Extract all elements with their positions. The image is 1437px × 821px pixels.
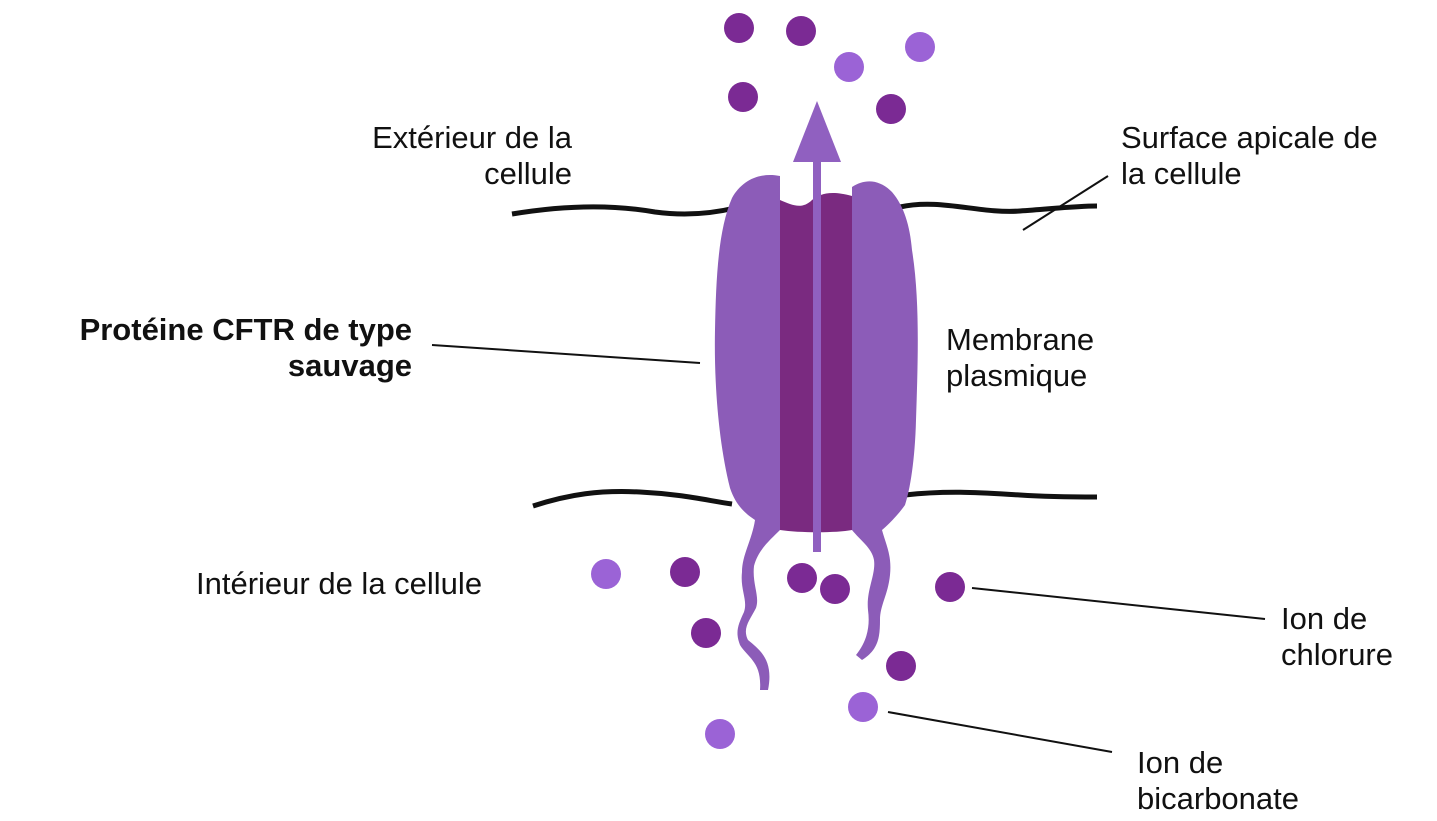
chloride-ion-dot [935, 572, 965, 602]
exterior-label-line: Extérieur de la [372, 120, 572, 156]
chloride-ion-dot [728, 82, 758, 112]
cftr-right-subunit [852, 181, 918, 660]
chloride-ion-label-line: chlorure [1281, 637, 1393, 673]
chloride-ion-dot [786, 16, 816, 46]
protein-label: Protéine CFTR de type sauvage [80, 312, 412, 384]
bicarbonate-ion-dot [705, 719, 735, 749]
protein-label-line: Protéine CFTR de type [80, 312, 412, 348]
leader-chloride-ion [972, 588, 1265, 619]
chloride-ion-dot [886, 651, 916, 681]
leader-apical-surface [1023, 176, 1108, 230]
bicarbonate-ion-label-line: Ion de [1137, 745, 1299, 781]
membrane-label-line: Membrane [946, 322, 1094, 358]
bicarbonate-ion-dot [834, 52, 864, 82]
chloride-ion-dot [876, 94, 906, 124]
apical-surface-label-line: la cellule [1121, 156, 1378, 192]
exterior-label-line: cellule [372, 156, 572, 192]
cftr-left-subunit [715, 175, 780, 690]
interior-label: Intérieur de la cellule [196, 566, 482, 602]
bicarbonate-ion-label: Ion de bicarbonate [1137, 745, 1299, 817]
arrow-head [793, 101, 841, 162]
bicarbonate-ion-dot [848, 692, 878, 722]
bicarbonate-ion-label-line: bicarbonate [1137, 781, 1299, 817]
exterior-label: Extérieur de la cellule [372, 120, 572, 192]
membrane-top-right-line [900, 204, 1097, 211]
chloride-ion-dot [691, 618, 721, 648]
bicarbonate-ion-dot [905, 32, 935, 62]
membrane-label-line: plasmique [946, 358, 1094, 394]
chloride-ion-label-line: Ion de [1281, 601, 1393, 637]
bicarbonate-ion-dot [591, 559, 621, 589]
leader-protein [432, 345, 700, 363]
chloride-ion-label: Ion de chlorure [1281, 601, 1393, 673]
apical-surface-label: Surface apicale de la cellule [1121, 120, 1378, 192]
interior-label-line: Intérieur de la cellule [196, 566, 482, 602]
leader-bicarbonate-ion [888, 712, 1112, 752]
chloride-ion-dot [670, 557, 700, 587]
chloride-ion-dot [724, 13, 754, 43]
membrane-label: Membrane plasmique [946, 322, 1094, 394]
membrane-top-left-line [512, 207, 735, 214]
apical-surface-label-line: Surface apicale de [1121, 120, 1378, 156]
membrane-bottom-left-line [533, 492, 732, 506]
chloride-ion-dot [820, 574, 850, 604]
protein-label-line: sauvage [80, 348, 412, 384]
membrane-bottom-right-line [905, 492, 1097, 497]
chloride-ion-dot [787, 563, 817, 593]
